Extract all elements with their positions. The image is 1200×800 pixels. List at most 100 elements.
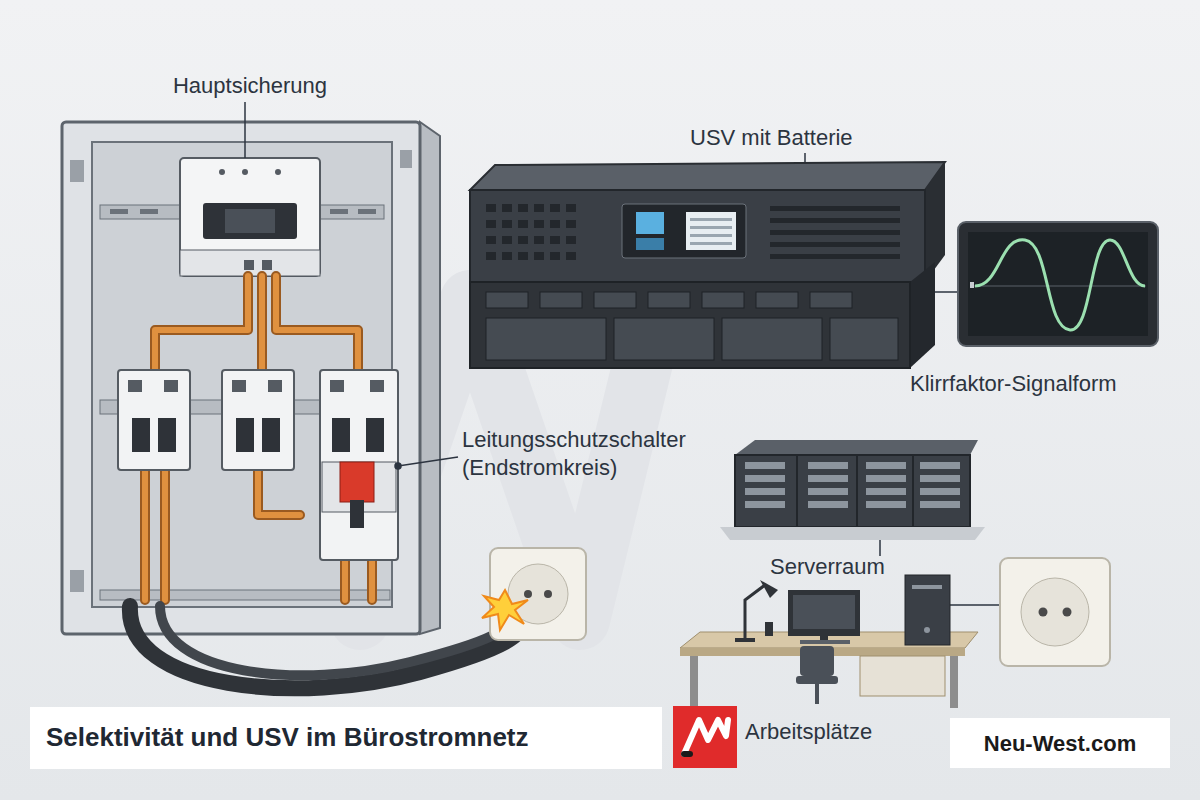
ups-unit: [690, 226, 732, 229]
server-rack: [745, 488, 785, 495]
circuit-breakers: [164, 380, 178, 392]
server-rack: [745, 475, 785, 482]
workplace-desk: [924, 627, 930, 633]
main-fuse: [225, 209, 275, 233]
workplace-desk: [912, 585, 942, 589]
wall-socket: [1063, 608, 1072, 617]
ups-unit: [534, 220, 544, 228]
server-rack: [866, 462, 906, 469]
ups-unit: [486, 204, 900, 260]
server-rack: [796, 455, 798, 527]
server-rack: [808, 462, 848, 469]
circuit-breakers: [232, 380, 246, 392]
circuit-breakers: [268, 380, 282, 392]
circuit-breakers: [366, 418, 384, 452]
workplace-desk: [788, 590, 860, 636]
ups-unit: [686, 212, 736, 250]
leader-lines: [244, 102, 246, 158]
circuit-breakers: [128, 380, 142, 392]
ups-unit: [566, 252, 576, 260]
main-fuse: [262, 260, 272, 270]
workplace-desk: [800, 640, 850, 644]
ups-unit: [550, 204, 560, 212]
battery-unit: [722, 318, 822, 360]
ups-unit: [550, 236, 560, 244]
ups-unit: [566, 220, 576, 228]
ups-unit: [470, 162, 945, 190]
workplace-desk: [796, 676, 838, 684]
ups-unit: [770, 254, 900, 259]
leader-lines: [879, 540, 881, 556]
ups-unit: [566, 236, 576, 244]
diagram-title: Selektivität und USV im Bürostromnetz: [46, 721, 656, 754]
ups-unit: [690, 242, 732, 245]
part-label: USV mit Batterie: [690, 124, 900, 152]
ups-unit: [770, 230, 900, 235]
ups-unit: [470, 190, 925, 282]
workplace-desk: [800, 646, 834, 676]
ups-unit: [518, 220, 528, 228]
fault-socket: [524, 590, 532, 598]
battery-unit: [486, 292, 528, 308]
circuit-breakers: [222, 370, 294, 470]
server-rack: [866, 475, 906, 482]
ups-unit: [566, 204, 576, 212]
server-rack: [745, 462, 785, 469]
oscilloscope-monitor: [958, 222, 1158, 346]
leader-lines: [398, 457, 458, 466]
ups-unit: [486, 236, 496, 244]
circuit-breakers: [132, 418, 150, 452]
server-rack: [745, 501, 785, 508]
main-fuse: [203, 203, 297, 239]
distribution-cabinet: [70, 160, 84, 182]
ups-unit: [502, 220, 512, 228]
distribution-cabinet: [70, 570, 84, 592]
workplace-desk: [793, 595, 855, 629]
server-rack: [920, 501, 960, 508]
server-rack: [920, 462, 960, 469]
battery-unit: [470, 282, 910, 368]
copper-wires: [155, 276, 358, 372]
server-rack: [920, 488, 960, 495]
ups-unit: [534, 204, 544, 212]
ups-unit: [550, 252, 560, 260]
circuit-breakers: [340, 462, 374, 502]
battery-unit: [910, 262, 935, 368]
ups-unit: [636, 238, 664, 250]
ups-unit: [534, 236, 544, 244]
leader-lines: [950, 604, 1002, 606]
supply-cable: [160, 605, 525, 675]
ups-unit: [550, 220, 560, 228]
oscilloscope-monitor: [958, 222, 1158, 346]
server-rack: [866, 488, 906, 495]
oscilloscope-monitor: [972, 286, 1146, 287]
ups-unit: [470, 162, 945, 282]
footer-bar: [684, 751, 690, 757]
footer-bar: [673, 706, 737, 768]
battery-unit: [830, 318, 898, 360]
footer-bar: [30, 707, 662, 769]
fault-socket: [544, 590, 552, 598]
workplace-desk: [735, 638, 755, 642]
main-fuse: [180, 158, 320, 276]
ups-unit: [518, 236, 528, 244]
leader-lines: [245, 102, 1002, 605]
battery-unit: [702, 292, 744, 308]
ups-unit: [534, 252, 544, 260]
battery-unit: [486, 292, 898, 360]
footer-bar: [950, 718, 1170, 768]
circuit-breakers: [350, 500, 364, 528]
oscilloscope-monitor: [968, 232, 1148, 336]
circuit-breakers: [118, 370, 190, 470]
distribution-cabinet: [110, 209, 128, 214]
ups-unit: [690, 234, 732, 237]
main-fuse: [275, 169, 281, 175]
workplace-desk: [690, 656, 698, 708]
battery-unit: [810, 292, 852, 308]
workplace-desk: [905, 575, 950, 645]
leader-lines: [395, 463, 401, 469]
ups-unit: [518, 252, 528, 260]
ups-unit: [502, 236, 512, 244]
